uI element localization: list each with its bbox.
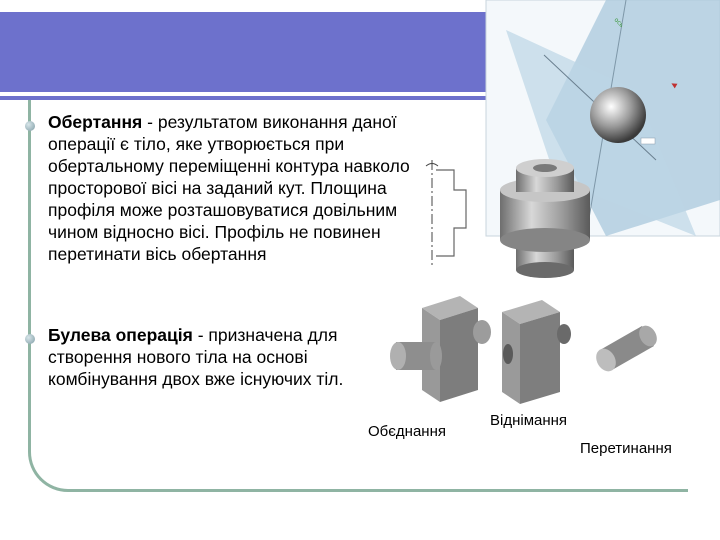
title-underline [0,96,518,100]
revolve-profile-sketch [425,160,467,268]
revolve-description: - результатом виконання даної операції є… [48,112,410,264]
boolean-term: Булева операція [48,325,193,345]
caption-intersect: Перетинання [580,440,672,457]
subtract-solid [502,300,571,404]
caption-union: Обєднання [368,423,446,440]
title-bar [0,12,518,92]
boolean-description: - призначена для створення нового тіла н… [48,325,344,389]
revolve-plane-screenshot: ось ▲ [485,0,720,237]
bullet-1-text: Обертання - результатом виконання даної … [48,111,413,265]
svg-text:▲: ▲ [669,80,679,89]
bullet-1-marker [25,121,35,131]
caption-subtract: Віднімання [490,412,568,429]
union-solid [390,296,491,402]
bullet-2-marker [25,334,35,344]
intersect-solid [596,325,657,372]
bullet-2-text: Булева операція - призначена для створен… [48,324,388,390]
revolve-term: Обертання [48,112,143,132]
slide-frame [28,100,688,492]
revolved-solid [500,159,590,278]
